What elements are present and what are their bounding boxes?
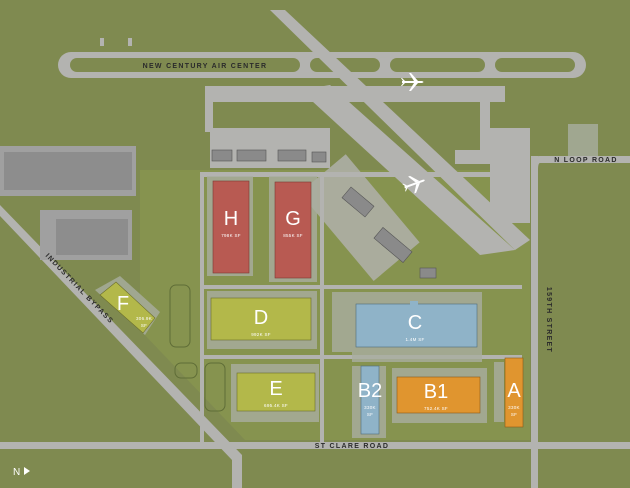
building-f-size: 306.9K (136, 316, 152, 321)
north-arrow-icon (24, 467, 30, 475)
building-c-name: C (408, 312, 422, 334)
building-b2-size: 330K (364, 405, 376, 410)
industrial-bypass (0, 205, 242, 488)
n-loop-road (531, 156, 630, 170)
building-h[interactable]: H 798K SF (212, 180, 250, 274)
building-g[interactable]: G 855K SF (274, 181, 312, 279)
building-b1-size: 752.4K SF (424, 406, 448, 411)
north-arrow: N (13, 467, 30, 478)
airport-runways (58, 10, 598, 255)
building-b1-name: B1 (424, 381, 448, 403)
north-label: N (13, 467, 20, 478)
airplane-icon (402, 175, 425, 194)
n-loop-road-label: N LOOP ROAD (554, 157, 618, 164)
st-clare-road-label: ST CLARE ROAD (315, 443, 389, 450)
building-a[interactable]: A 330K SF (504, 357, 524, 428)
building-c-size: 1.4M SF (405, 337, 424, 342)
building-g-name: G (285, 208, 301, 230)
building-h-size: 798K SF (221, 233, 241, 238)
hangars (211, 149, 437, 281)
st-clare-road (0, 442, 630, 449)
tracts (169, 284, 226, 412)
building-f[interactable]: F 306.9K SF (99, 281, 156, 334)
building-e-size: 695.4K SF (264, 403, 288, 408)
building-h-name: H (224, 208, 238, 230)
building-f-size-unit: SF (141, 323, 147, 328)
existing-buildings (0, 146, 136, 260)
building-d-size: 992K SF (251, 332, 271, 337)
building-d-name: D (254, 307, 268, 329)
airport-label: NEW CENTURY AIR CENTER (143, 63, 268, 70)
building-c[interactable]: C 1.4M SF (355, 301, 478, 348)
building-a-size: 330K (508, 405, 520, 410)
building-g-size: 855K SF (283, 233, 303, 238)
building-a-name: A (507, 380, 521, 402)
airplane-icon (401, 73, 424, 91)
building-d[interactable]: D 992K SF (210, 297, 312, 341)
building-a-size-unit: SF (511, 412, 517, 417)
building-e[interactable]: E 695.4K SF (236, 372, 316, 412)
159th-street-label: 159TH STREET (545, 287, 552, 353)
building-b2[interactable]: B2 330K SF (358, 365, 382, 435)
building-f-name: F (117, 293, 129, 315)
building-b2-name: B2 (358, 380, 382, 402)
building-e-name: E (269, 378, 282, 400)
159th-street (531, 156, 538, 488)
building-b1[interactable]: B1 752.4K SF (396, 376, 481, 414)
building-b2-size-unit: SF (367, 412, 373, 417)
